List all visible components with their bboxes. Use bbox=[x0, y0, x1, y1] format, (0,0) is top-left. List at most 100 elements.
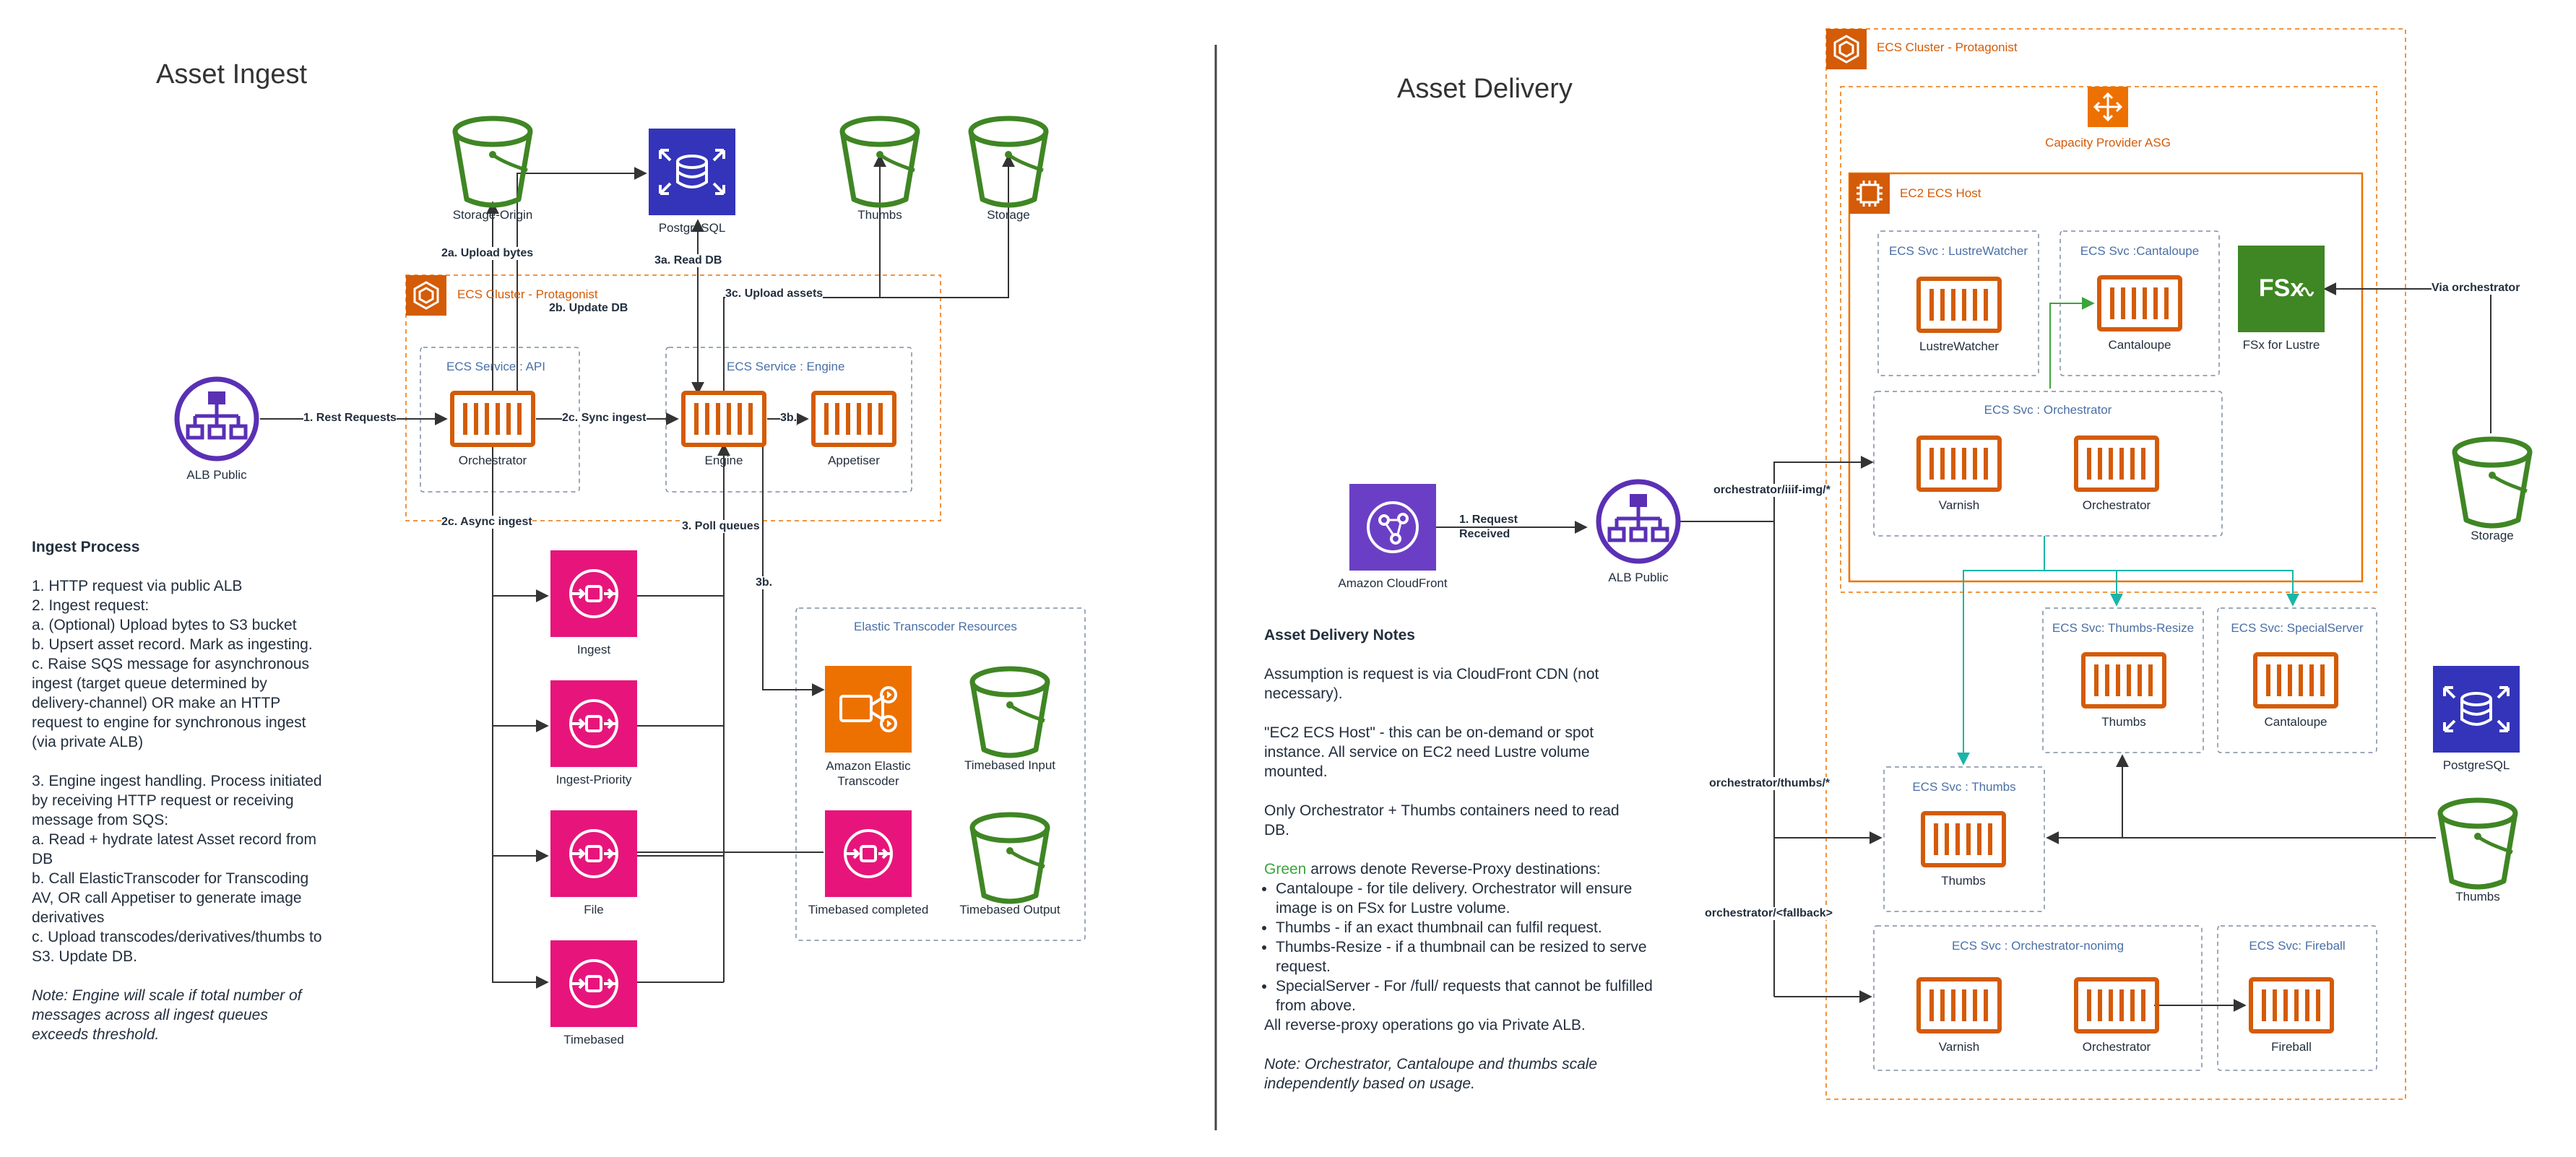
delivery-notes: Asset Delivery Notes Assumption is reque… bbox=[1264, 625, 1669, 1093]
edge-proxy-cantaloupe bbox=[2049, 297, 2095, 389]
ingest-note-line: b. Upsert asset record. Mark as ingestin… bbox=[32, 636, 313, 653]
specialserver-cantaloupe-label: Cantaloupe bbox=[2264, 715, 2328, 729]
svc-engine-label: ECS Service : Engine bbox=[727, 360, 845, 373]
ingest-note-line: AV, OR call Appetiser to generate image bbox=[32, 890, 302, 906]
sqs-ingest-icon bbox=[550, 550, 637, 637]
edge-proxy-special bbox=[2117, 570, 2299, 607]
delivery-edges bbox=[1403, 282, 2491, 1012]
lustrewatcher-label: LustreWatcher bbox=[1919, 339, 1999, 353]
svc-orch-noimg-box bbox=[1873, 925, 2203, 1071]
svc-fireball-label: ECS Svc: Fireball bbox=[2249, 939, 2346, 953]
engine-container-icon bbox=[683, 393, 764, 445]
ingest-note-line: c. Upload transcodes/derivatives/thumbs … bbox=[32, 929, 322, 945]
fsx-lustre-icon bbox=[2238, 246, 2325, 332]
edge-label-sync-ingest: 2c. Sync ingest bbox=[562, 412, 647, 425]
alb-public-delivery-icon bbox=[1599, 482, 1678, 561]
thumbs-label: Thumbs bbox=[857, 208, 902, 222]
postgresql-label: PostgreSQL bbox=[658, 221, 726, 235]
svc-specialserver-label: ECS Svc: SpecialServer bbox=[2231, 621, 2364, 635]
ingest-cluster-label: ECS Cluster - Protagonist bbox=[457, 287, 598, 301]
edge-label-thumbs: orchestrator/thumbs/* bbox=[1709, 777, 1831, 790]
cantaloupe-container-icon bbox=[2099, 277, 2180, 329]
varnish-noimg-label: Varnish bbox=[1938, 1040, 1980, 1054]
storage-delivery-label: Storage bbox=[2471, 529, 2514, 542]
ingest-note-line: 3. Engine ingest handling. Process initi… bbox=[32, 773, 322, 789]
ingest-note-line: DB bbox=[32, 851, 53, 867]
ingest-note-line: S3. Update DB. bbox=[32, 948, 137, 965]
postgresql-icon bbox=[649, 129, 735, 215]
thumbs-delivery-label: Thumbs bbox=[2455, 890, 2500, 904]
thumbs-svc-label: Thumbs bbox=[1941, 874, 1986, 888]
thumbs-resize-container-icon bbox=[2083, 654, 2164, 706]
svc-api-label: ECS Service : API bbox=[446, 360, 545, 373]
ingest-note-line: message from SQS: bbox=[32, 812, 169, 828]
orchestrator-delivery-label: Orchestrator bbox=[2082, 498, 2151, 512]
alb-public-delivery-label: ALB Public bbox=[1608, 571, 1669, 584]
proxy-destination-item: Thumbs - if an exact thumbnail can fulfi… bbox=[1276, 918, 1669, 937]
varnish-label: Varnish bbox=[1938, 498, 1980, 512]
timebased-input-label: Timebased Input bbox=[964, 758, 1055, 772]
timebased-output-label: Timebased Output bbox=[959, 903, 1060, 916]
ingest-note-italic: messages across all ingest queues bbox=[32, 1007, 268, 1023]
queue-ingest-label: Ingest bbox=[576, 643, 611, 656]
varnish-noimg-container-icon bbox=[1919, 979, 2000, 1031]
timebased-completed-label: Timebased completed bbox=[808, 903, 929, 916]
edge-label-update-db: 2b. Update DB bbox=[549, 302, 628, 315]
ingest-note-line: request to engine for synchronous ingest bbox=[32, 714, 306, 731]
edge-alb-trunk bbox=[1676, 521, 1775, 997]
edge-label-poll-queues: 3. Poll queues bbox=[682, 520, 760, 533]
proxy-destination-item: SpecialServer - For /full/ requests that… bbox=[1276, 976, 1669, 1015]
ingest-edges bbox=[260, 154, 1015, 989]
ingest-note-line: b. Call ElasticTranscoder for Transcodin… bbox=[32, 870, 309, 887]
orchestrator-container-icon bbox=[452, 393, 533, 445]
delivery-ecs-cluster-icon bbox=[1826, 29, 1867, 69]
queue-ingest-priority-label: Ingest-Priority bbox=[556, 773, 632, 786]
ingest-cluster-box bbox=[405, 274, 941, 521]
ingest-note-line: delivery-channel) OR make an HTTP bbox=[32, 695, 281, 711]
ingest-note-line: derivatives bbox=[32, 909, 105, 926]
asg-box bbox=[1840, 86, 2377, 593]
edge-label-upload-bytes: 2a. Upload bytes bbox=[441, 247, 534, 260]
edge-label-request-received: 1. Request Received bbox=[1459, 514, 1518, 540]
svc-orchestrator-box bbox=[1873, 391, 2223, 537]
postgresql-delivery-label: PostgreSQL bbox=[2442, 758, 2510, 772]
varnish-container-icon bbox=[1919, 438, 2000, 490]
delivery-note-line: Only Orchestrator + Thumbs containers ne… bbox=[1264, 802, 1620, 819]
edge-iiif-img bbox=[1773, 456, 1874, 521]
edge-transcoder bbox=[762, 441, 825, 696]
delivery-note-line: instance. All service on EC2 need Lustre… bbox=[1264, 744, 1590, 760]
edge-label-3b-right: 3b. bbox=[780, 412, 798, 425]
queue-timebased-label: Timebased bbox=[563, 1033, 624, 1046]
svc-thumbs-resize-label: ECS Svc: Thumbs-Resize bbox=[2052, 621, 2195, 635]
svc-specialserver-box bbox=[2217, 607, 2377, 753]
proxy-destinations-list: Cantaloupe - for tile delivery. Orchestr… bbox=[1264, 879, 1669, 1015]
ingest-note-line: c. Raise SQS message for asynchronous bbox=[32, 656, 310, 672]
storage-label: Storage bbox=[987, 208, 1030, 222]
ingest-notes: Ingest Process 1. HTTP request via publi… bbox=[32, 537, 350, 1044]
sqs-file-icon bbox=[550, 810, 637, 897]
ingest-note-line: 1. HTTP request via public ALB bbox=[32, 578, 243, 594]
delivery-note-line: "EC2 ECS Host" - this can be on-demand o… bbox=[1264, 724, 1594, 741]
appetiser-label: Appetiser bbox=[828, 454, 880, 467]
thumbs-container-icon bbox=[1923, 813, 2004, 865]
svc-cantaloupe-label: ECS Svc :Cantaloupe bbox=[2080, 244, 2200, 258]
edge-proxy-trunk bbox=[1957, 536, 2045, 766]
ingest-note-line: a. (Optional) Upload bytes to S3 bucket bbox=[32, 617, 297, 633]
asg-label: Capacity Provider ASG bbox=[2045, 136, 2171, 150]
elastic-transcoder-icon bbox=[825, 666, 912, 753]
lustrewatcher-container-icon bbox=[1919, 279, 2000, 331]
appetiser-container-icon bbox=[813, 393, 894, 445]
ec2-host-label: EC2 ECS Host bbox=[1900, 186, 1981, 200]
thumbs-resize-label: Thumbs bbox=[2101, 715, 2146, 729]
sqs-timebased-icon bbox=[550, 940, 637, 1027]
queue-file-label: File bbox=[584, 903, 604, 916]
svc-lustrewatcher-label: ECS Svc : LustreWatcher bbox=[1888, 244, 2028, 258]
delivery-notes-heading: Asset Delivery Notes bbox=[1264, 627, 1415, 644]
storage-origin-label: Storage-Origin bbox=[452, 208, 533, 222]
fsx-label: FSx for Lustre bbox=[2242, 338, 2320, 352]
edge-label-3b-down: 3b. bbox=[756, 576, 773, 589]
ingest-note-line: (via private ALB) bbox=[32, 734, 144, 750]
cantaloupe-label: Cantaloupe bbox=[2108, 338, 2171, 352]
edge-update-db bbox=[517, 167, 647, 394]
edge-label-iiif-img: orchestrator/iiif-img/* bbox=[1713, 484, 1831, 497]
